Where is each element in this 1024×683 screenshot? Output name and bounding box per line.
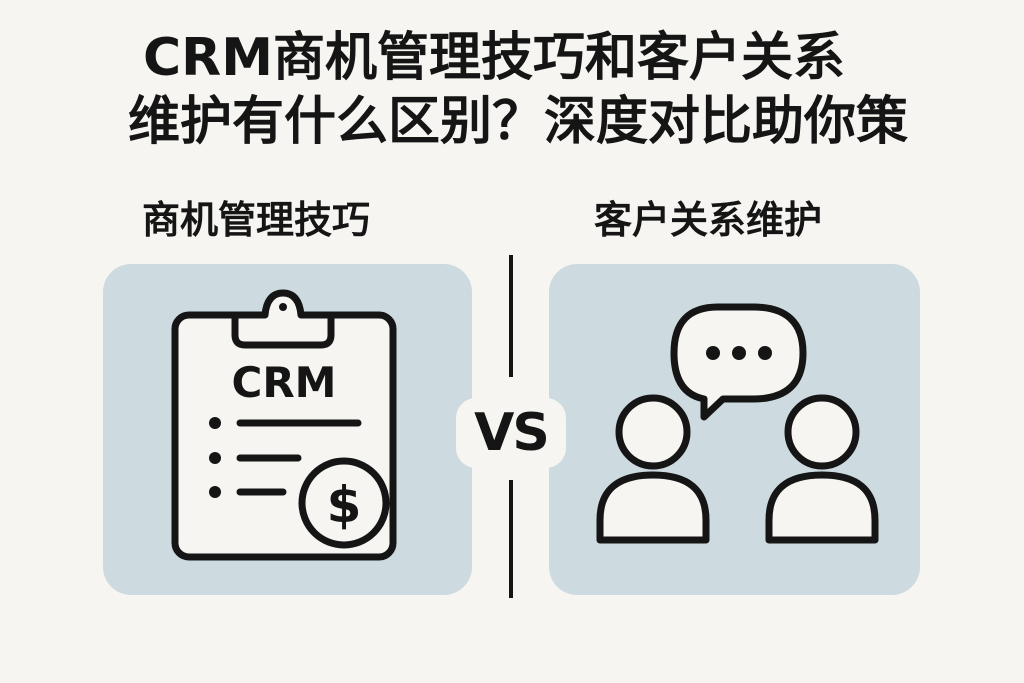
- divider-top: [509, 255, 513, 377]
- person-left-head: [615, 394, 691, 470]
- ellipsis-dots-icon: [706, 346, 772, 360]
- person-right-body: [765, 471, 879, 544]
- vs-label: VS: [456, 398, 566, 468]
- right-heading: 客户关系维护: [594, 198, 823, 242]
- dollar-icon: $: [327, 476, 362, 534]
- left-heading: 商机管理技巧: [142, 198, 371, 242]
- person-right-head: [784, 394, 860, 470]
- divider-bottom: [509, 480, 513, 598]
- clipboard-crm-text: CRM: [232, 358, 337, 407]
- speech-bubble-icon: [670, 303, 807, 421]
- person-left-body: [596, 471, 710, 544]
- clipboard-crm-dollar-icon: [171, 289, 397, 561]
- page-title-line-2: 维护有什么区别？深度对比助你策: [127, 92, 908, 152]
- page-title-line-1: CRM商机管理技巧和客户关系: [143, 28, 845, 88]
- two-people-chat-icon: [596, 303, 879, 544]
